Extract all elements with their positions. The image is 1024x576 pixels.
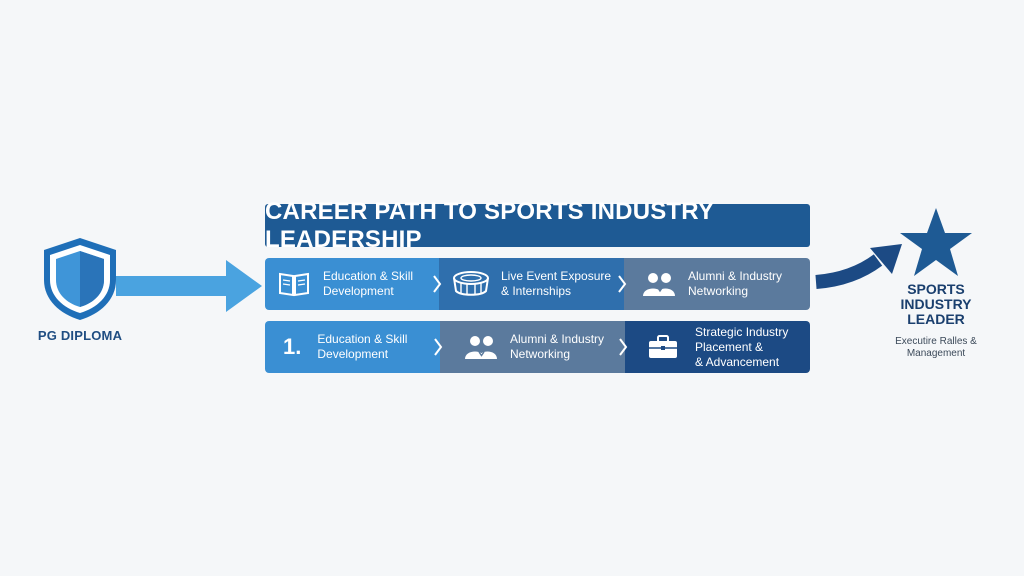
- chevron-right-icon: [618, 275, 627, 293]
- step-networking: Alumni & Industry Networking: [624, 258, 810, 310]
- goal-title-line1: SPORTS: [907, 281, 965, 297]
- curved-arrow-icon: [812, 240, 908, 302]
- step-label-line1: Education & Skill: [317, 332, 408, 346]
- progress-arrow: [116, 258, 262, 314]
- start-label: PG DIPLOMA: [37, 328, 123, 343]
- diagram-title: CAREER PATH TO SPORTS INDUSTRY LEADERSHI…: [265, 198, 810, 253]
- goal-subtitle: Executire Ralles & Management: [880, 336, 992, 360]
- path-row-1: Education & Skill Development Live Event…: [265, 258, 810, 310]
- goal-title-line3: LEADER: [907, 311, 965, 327]
- star-icon: [898, 206, 974, 278]
- chevron-right-icon: [619, 338, 628, 356]
- briefcase-icon: [647, 334, 679, 360]
- people-icon: [464, 334, 498, 360]
- goal-subtitle-line1: Executire Ralles &: [895, 336, 977, 347]
- goal-title: SPORTS INDUSTRY LEADER: [880, 282, 992, 327]
- chevron-right-icon: [434, 338, 443, 356]
- step-label-line2: Development: [323, 284, 394, 298]
- step-networking: Alumni & Industry Networking: [440, 321, 628, 373]
- step-education: 1. Education & Skill Development: [265, 321, 443, 373]
- step-label-line2: & Internships: [501, 284, 572, 298]
- goal-subtitle-line2: Management: [906, 348, 966, 359]
- step-label-line3: & Advancement: [695, 354, 780, 369]
- chevron-right-icon: [433, 275, 442, 293]
- people-icon: [642, 271, 676, 297]
- book-icon: [277, 270, 311, 298]
- step-label-line2: Placement &: [695, 339, 764, 354]
- step-label-line1: Alumni & Industry: [688, 269, 783, 283]
- path-row-2: 1. Education & Skill Development Alumni …: [265, 321, 810, 373]
- step-number: 1.: [283, 334, 302, 359]
- step-live-events: Live Event Exposure & Internships: [439, 258, 627, 310]
- step-label-line1: Alumni & Industry: [510, 332, 605, 346]
- step-label-line1: Education & Skill: [323, 269, 414, 283]
- step-education: Education & Skill Development: [265, 258, 442, 310]
- shield-icon: [40, 236, 120, 322]
- step-label-line1: Live Event Exposure: [501, 269, 612, 283]
- step-placement: Strategic Industry Placement & & Advance…: [625, 321, 810, 373]
- step-label-line2: Networking: [510, 347, 571, 361]
- step-label-line2: Development: [317, 347, 389, 361]
- step-label-line1: Strategic Industry: [695, 324, 789, 339]
- step-label-line2: Networking: [688, 284, 749, 298]
- goal-title-line2: INDUSTRY: [900, 296, 972, 312]
- stadium-icon: [451, 269, 491, 299]
